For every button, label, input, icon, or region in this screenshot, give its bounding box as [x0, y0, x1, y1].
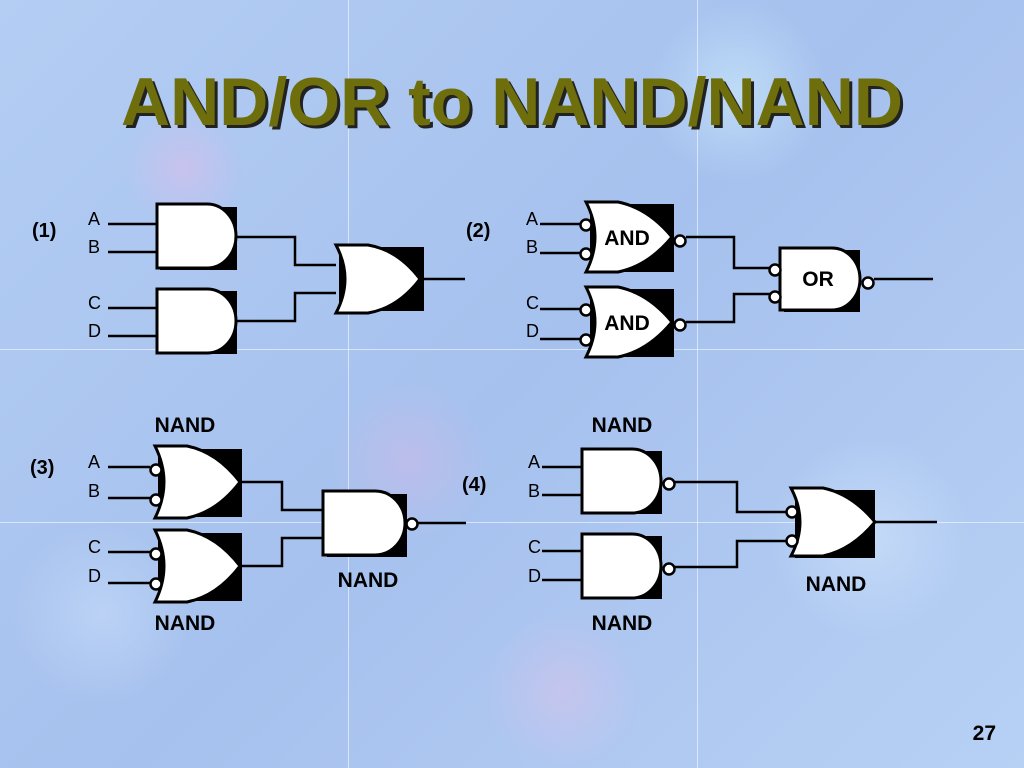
inversion-bubble	[579, 247, 593, 261]
gate-label: NAND	[806, 573, 867, 596]
inversion-bubble	[785, 505, 799, 519]
input-label-b: B	[526, 237, 538, 257]
input-label-d: D	[528, 566, 541, 586]
circuit-number: (3)	[30, 457, 54, 479]
gate-label: NAND	[592, 414, 653, 437]
background-grid-line	[697, 0, 698, 768]
or-gate-bottom	[583, 285, 674, 359]
input-label-c: C	[88, 537, 101, 557]
input-label-d: D	[88, 566, 101, 586]
and-gate-top	[155, 202, 238, 270]
nand-gate-output	[321, 489, 407, 557]
background-grid-line	[348, 0, 349, 768]
circuit-number: (2)	[466, 220, 490, 242]
inversion-bubble	[785, 534, 799, 548]
input-label-b: B	[88, 481, 100, 501]
gate-label: NAND	[592, 612, 653, 635]
inversion-bubble	[149, 463, 163, 477]
input-label-d: D	[88, 321, 101, 341]
and-gate-output	[778, 246, 862, 312]
input-label-d: D	[526, 321, 539, 341]
input-label-b: B	[88, 237, 100, 257]
inversion-bubble	[673, 318, 687, 332]
intermediate-wires	[686, 235, 770, 324]
inversion-bubble	[579, 333, 593, 347]
inversion-bubble	[149, 577, 163, 591]
input-label-a: A	[88, 452, 100, 472]
intermediate-wires	[675, 480, 786, 569]
slide-title: AND/OR to NAND/NAND	[121, 64, 903, 140]
input-label-a: A	[88, 209, 100, 229]
inversion-bubble	[768, 290, 782, 304]
input-wires	[540, 222, 580, 341]
input-label-c: C	[526, 293, 539, 313]
input-label-c: C	[528, 537, 541, 557]
gate-label: NAND	[338, 569, 399, 592]
input-wires	[542, 465, 582, 582]
gate-label: NAND	[155, 612, 216, 635]
inversion-bubble	[673, 234, 687, 248]
inversion-bubble	[662, 562, 676, 576]
inversion-bubble	[149, 547, 163, 561]
nand-gate-bottom	[152, 528, 242, 604]
input-label-c: C	[88, 293, 101, 313]
gate-label: AND	[604, 227, 650, 250]
circuit-number: (1)	[32, 220, 56, 242]
or-gate	[333, 243, 422, 315]
inversion-bubble	[405, 517, 419, 531]
circuit-2: (2) A B C D AND AND OR	[466, 200, 933, 359]
input-wires	[108, 222, 157, 338]
background-grid-line	[0, 522, 1024, 523]
input-label-a: A	[528, 452, 540, 472]
intermediate-wires	[240, 480, 323, 568]
inversion-bubble	[768, 263, 782, 277]
gate-label: AND	[604, 312, 650, 335]
circuit-4: NAND (4) A B C D NAND NAND	[462, 414, 937, 635]
circuit-number: (4)	[462, 474, 486, 496]
gate-label: OR	[802, 268, 834, 291]
input-label-b: B	[528, 481, 540, 501]
and-gate-bottom	[155, 287, 238, 355]
nand-gate-top	[152, 444, 242, 520]
nand-gate-output	[788, 486, 877, 558]
background-grid-line	[0, 349, 1024, 350]
circuit-3: NAND (3) A B C D NAND NAND	[30, 414, 466, 635]
inversion-bubble	[579, 218, 593, 232]
nand-gate-top	[580, 447, 663, 515]
or-gate-top	[583, 200, 674, 274]
page-number: 27	[972, 722, 996, 745]
input-label-a: A	[526, 209, 538, 229]
gate-label: NAND	[155, 414, 216, 437]
input-wires	[108, 465, 150, 585]
inversion-bubble	[149, 493, 163, 507]
inversion-bubble	[579, 303, 593, 317]
circuit-1: (1) A B C D	[32, 202, 465, 355]
intermediate-wires	[236, 235, 336, 323]
nand-gate-bottom	[580, 532, 663, 600]
inversion-bubble	[861, 276, 875, 290]
inversion-bubble	[662, 477, 676, 491]
